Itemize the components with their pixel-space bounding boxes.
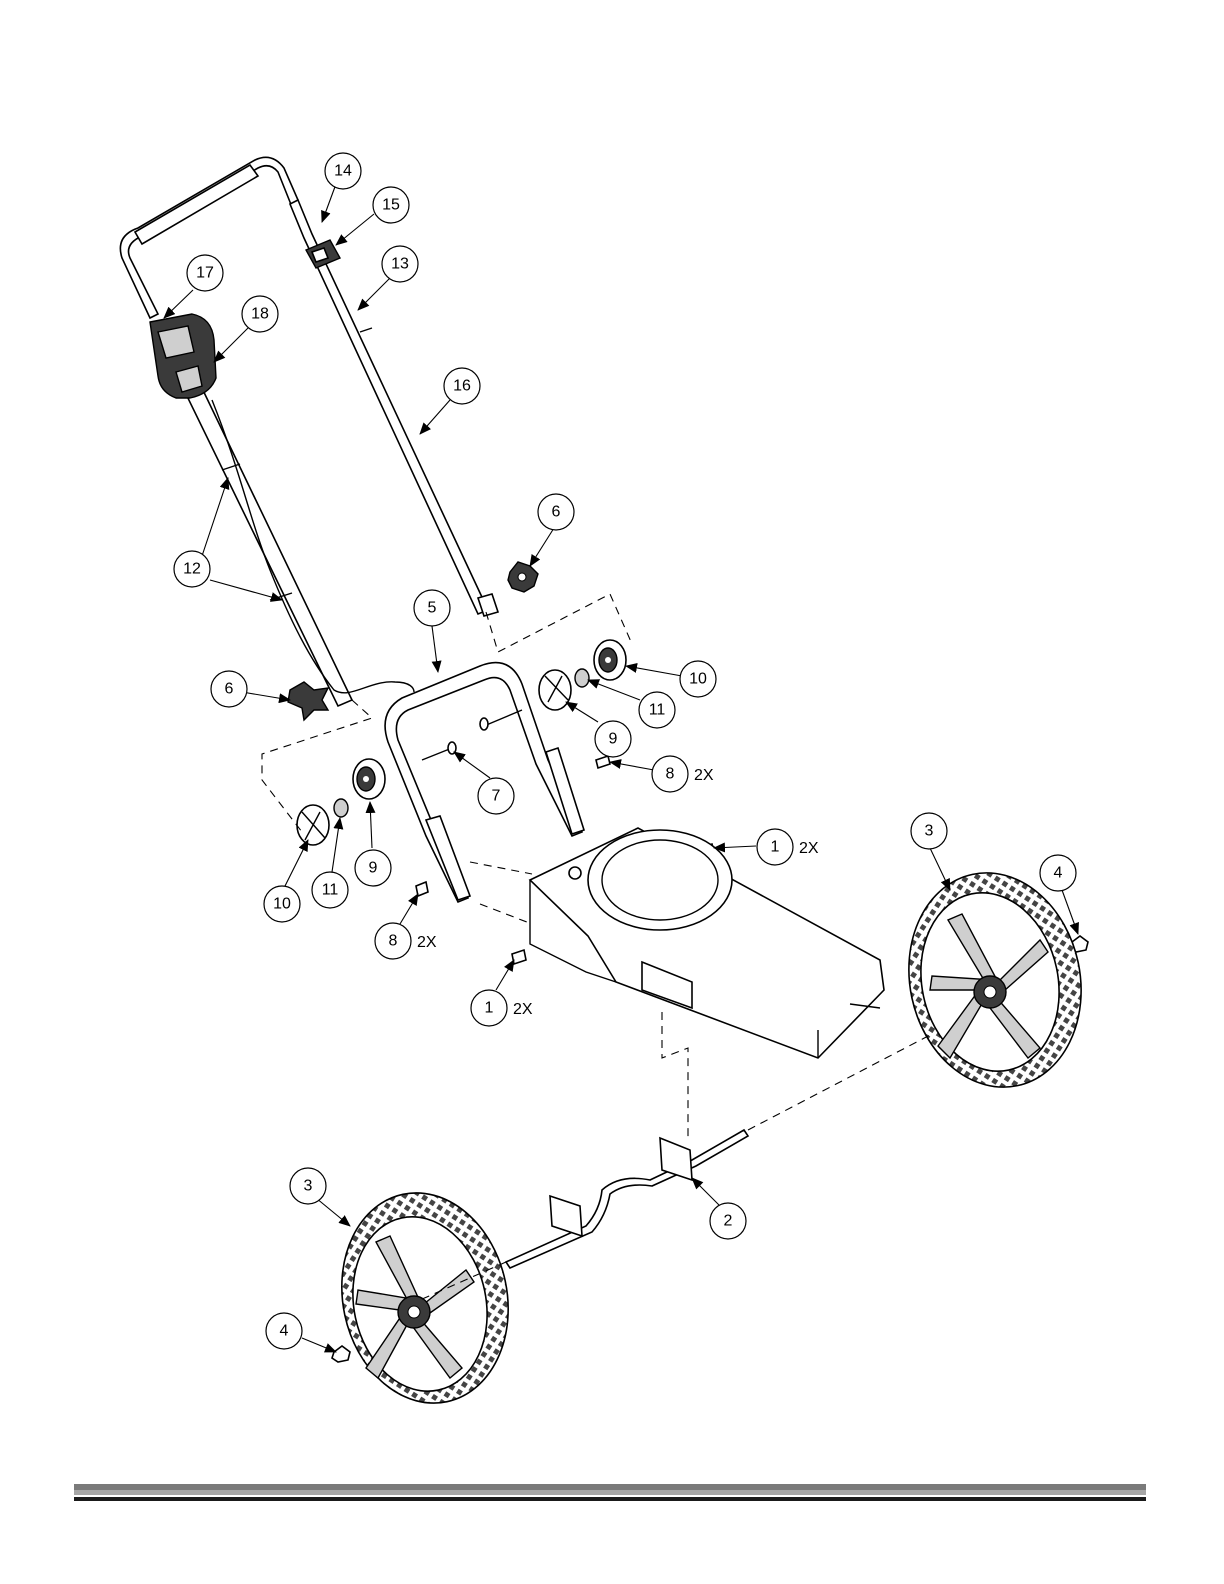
svg-text:7: 7	[492, 788, 501, 805]
callout-9-left: 9	[355, 850, 391, 886]
callout-3-right: 3	[911, 813, 947, 849]
knob-left	[288, 682, 328, 720]
callout-16: 16	[444, 368, 480, 404]
svg-text:14: 14	[334, 163, 352, 180]
callout-18: 18	[242, 296, 278, 332]
svg-text:3: 3	[925, 823, 934, 840]
callout-4-right: 4	[1040, 855, 1076, 891]
callout-1-upper: 1	[757, 829, 793, 865]
svg-text:11: 11	[649, 702, 666, 719]
callout-6-right: 6	[538, 494, 574, 530]
svg-text:10: 10	[273, 896, 291, 913]
callout-1-lower: 1	[471, 990, 507, 1026]
callout-7: 7	[478, 778, 514, 814]
svg-text:11: 11	[322, 882, 339, 899]
callout-9-right: 9	[595, 721, 631, 757]
callout-2: 2	[710, 1203, 746, 1239]
svg-text:9: 9	[609, 731, 618, 748]
svg-text:1: 1	[485, 1000, 494, 1017]
svg-text:4: 4	[280, 1323, 289, 1340]
svg-text:10: 10	[689, 671, 707, 688]
svg-text:17: 17	[196, 265, 214, 282]
svg-text:18: 18	[251, 306, 269, 323]
callout-15: 15	[373, 187, 409, 223]
callout-8-upper: 8	[652, 756, 688, 792]
qty-8-lower: 2X	[417, 934, 437, 951]
qty-1-upper: 2X	[799, 840, 819, 857]
svg-text:16: 16	[453, 378, 471, 395]
svg-text:3: 3	[304, 1178, 313, 1195]
callout-13: 13	[382, 246, 418, 282]
knob-right	[508, 562, 538, 592]
callout-4-left: 4	[266, 1313, 302, 1349]
wheel-right	[889, 857, 1100, 1104]
svg-text:9: 9	[369, 860, 378, 877]
callout-8-lower: 8	[375, 923, 411, 959]
svg-text:15: 15	[382, 197, 400, 214]
svg-text:6: 6	[552, 504, 561, 521]
svg-text:13: 13	[391, 256, 409, 273]
footer-rule-band-mid	[74, 1490, 1146, 1495]
svg-text:4: 4	[1054, 865, 1063, 882]
svg-text:1: 1	[771, 839, 780, 856]
callout-10-right: 10	[680, 661, 716, 697]
callout-11-right: 11	[639, 692, 675, 728]
svg-text:8: 8	[389, 933, 398, 950]
callout-14: 14	[325, 153, 361, 189]
callout-balloons: 14 15 13 17 18 16 6 12	[174, 153, 1076, 1349]
callout-6-left: 6	[211, 671, 247, 707]
svg-text:6: 6	[225, 681, 234, 698]
callout-10-left: 10	[264, 886, 300, 922]
callout-5: 5	[414, 590, 450, 626]
qty-1-lower: 2X	[513, 1001, 533, 1018]
svg-text:5: 5	[428, 600, 437, 617]
footer-rule	[74, 1484, 1146, 1502]
svg-text:12: 12	[183, 561, 201, 578]
svg-text:8: 8	[666, 766, 675, 783]
callout-11-left: 11	[312, 872, 348, 908]
callout-12: 12	[174, 551, 210, 587]
callout-17: 17	[187, 255, 223, 291]
callout-3-left: 3	[290, 1168, 326, 1204]
qty-8-upper: 2X	[694, 767, 714, 784]
svg-text:2: 2	[724, 1213, 733, 1230]
footer-rule-band-bottom	[74, 1497, 1146, 1501]
axle	[506, 1130, 748, 1268]
deck	[530, 828, 884, 1058]
